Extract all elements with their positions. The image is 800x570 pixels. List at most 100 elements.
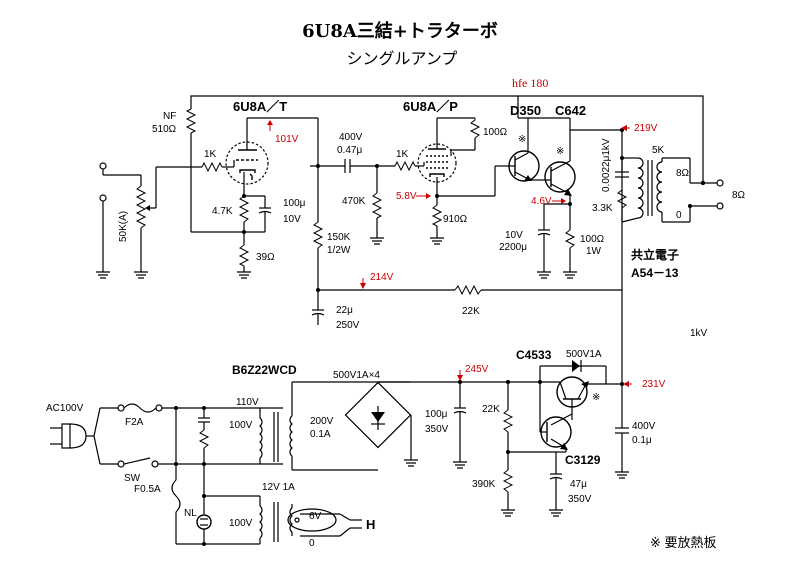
filter-cap-voltage: 250V — [336, 320, 360, 331]
triode-tube — [225, 117, 318, 196]
regulator-rating: 500V1A — [566, 349, 602, 360]
transformer-model: A54－13 — [631, 266, 679, 280]
transformer-secondary-zero: 0 — [676, 210, 682, 221]
triode-plate-voltage: 101V — [275, 134, 299, 145]
triode-bypass-cap-value: 100μ — [283, 198, 306, 209]
divider-top-value: 22K — [482, 404, 500, 415]
heater-rating: 12V 1A — [262, 482, 295, 493]
diagram-subtitle: シングルアンプ — [347, 49, 458, 68]
heatsink-legend: ※ 要放熱板 — [650, 535, 717, 550]
speaker-terminal-hot[interactable] — [716, 179, 724, 187]
regulator-top-name: C4533 — [516, 348, 552, 362]
ac-input-label: AC100V — [46, 403, 84, 414]
primary-wiring — [171, 406, 283, 546]
driver-transistor-name: D350 — [510, 103, 541, 118]
triode-grid-resistor-value: 1K — [204, 149, 217, 160]
heater-transformer — [259, 496, 362, 544]
pt-primary-voltage: 100V — [229, 420, 253, 431]
emitter-cap-voltage: 10V — [505, 230, 523, 241]
output-transformer — [570, 128, 724, 290]
power-transformer — [259, 381, 378, 471]
output-transistor-name: C642 — [555, 103, 586, 118]
ps-cap-voltage: 350V — [425, 424, 449, 435]
transformer-primary-value: 5K — [652, 145, 665, 156]
speaker-terminal-label: 8Ω — [732, 190, 746, 201]
filter-cap-value: 22μ — [336, 305, 353, 316]
pt-secondary-current: 0.1A — [310, 429, 331, 440]
pentode-plate-resistor-value: 100Ω — [483, 127, 508, 138]
bridge-rectifier — [344, 381, 418, 467]
heater-tap-6v: 6V — [309, 511, 322, 522]
heater-primary-voltage: 100V — [229, 518, 253, 529]
triode-cathode-resistor2-value: 39Ω — [256, 252, 275, 263]
output-cap-voltage: 400V — [632, 421, 656, 432]
plate-load-watt: 1/2W — [327, 245, 351, 256]
regulator-heatsink-mark: ※ — [592, 392, 600, 403]
ps-cap-value: 100μ — [425, 409, 448, 420]
pentode-grid-resistor-value: 1K — [396, 149, 409, 160]
nf-label: NF — [163, 111, 176, 122]
emitter-voltage: 4.6V — [531, 196, 552, 207]
kv-note: 1kV — [690, 328, 708, 339]
input-terminal-hot[interactable] — [99, 162, 107, 170]
b-plus-rect-voltage: 245V — [465, 364, 489, 375]
b-plus-reg-voltage: 231V — [642, 379, 666, 390]
pentode-cathode-voltage: 5.8V — [396, 191, 417, 202]
transformer-maker: 共立電子 — [631, 247, 679, 262]
pentode-tube — [417, 117, 510, 245]
power-switch-label: SW — [124, 473, 141, 484]
input-terminal-ground[interactable] — [99, 194, 107, 202]
ref-cap-value: 47μ — [570, 479, 587, 490]
output-cap-value: 0.1μ — [632, 435, 652, 446]
emitter-resistor-watt: 1W — [586, 246, 602, 257]
grid-leak-value: 470K — [342, 196, 366, 207]
divider-bottom-value: 390K — [472, 479, 496, 490]
ripple-filter-regulator — [539, 360, 629, 479]
heater-output-label: H — [366, 517, 375, 532]
b-plus-mid-voltage: 214V — [370, 272, 394, 283]
plate-load-value: 150K — [327, 232, 351, 243]
nf-loop — [185, 95, 706, 233]
pt-primary-top-tap: 110V — [236, 397, 259, 408]
volume-potentiometer[interactable] — [134, 166, 202, 279]
rectifier-name: B6Z22WCD — [232, 363, 297, 377]
driver-heatsink-mark: ※ — [518, 134, 526, 145]
input-terminals — [96, 162, 142, 279]
pentode-name: 6U8A／P — [403, 99, 458, 114]
volume-value: 50K(A) — [118, 211, 129, 242]
hfe-note: hfe 180 — [512, 76, 548, 90]
sub-fuse-label: F0.5A — [134, 484, 161, 495]
nf-resistor-value: 510Ω — [152, 124, 177, 135]
emitter-resistor-value: 100Ω — [580, 234, 605, 245]
diagram-title: 6U8A三結+トラターボ — [302, 20, 498, 42]
coupling-cap-voltage: 400V — [339, 132, 363, 143]
regulator-bottom-name: C3129 — [565, 453, 601, 467]
neon-label: NL — [184, 508, 197, 519]
raw-b-plus — [378, 380, 563, 517]
emitter-cap-value: 2200μ — [499, 242, 527, 253]
triode-name: 6U8A／T — [233, 99, 287, 114]
main-fuse — [117, 403, 283, 413]
transformer-secondary-value: 8Ω — [676, 168, 690, 179]
speaker-terminal-ground[interactable] — [716, 202, 724, 210]
output-heatsink-mark: ※ — [556, 146, 564, 157]
ac-plug[interactable] — [50, 407, 118, 465]
ref-cap-voltage: 350V — [568, 494, 592, 505]
triode-cathode-network — [237, 194, 272, 279]
coupling-cap-value: 0.47μ — [337, 145, 362, 156]
main-fuse-label: F2A — [125, 417, 144, 428]
triode-bypass-cap-voltage: 10V — [283, 214, 301, 225]
triode-cathode-resistor-value: 4.7K — [212, 206, 233, 217]
output-plate-voltage: 219V — [634, 123, 658, 134]
bridge-rating: 500V1A×4 — [333, 370, 380, 381]
pentode-cathode-resistor-value: 910Ω — [443, 214, 468, 225]
snubber-resistor-value: 3.3K — [592, 203, 613, 214]
heater-tap-zero: 0 — [309, 538, 315, 549]
b-plus-filter — [311, 284, 623, 384]
coupling-stage — [310, 118, 395, 290]
darlington-pair — [508, 96, 577, 279]
pt-secondary-voltage: 200V — [310, 416, 334, 427]
filter-resistor-value: 22K — [462, 306, 480, 317]
power-switch[interactable] — [117, 457, 176, 468]
